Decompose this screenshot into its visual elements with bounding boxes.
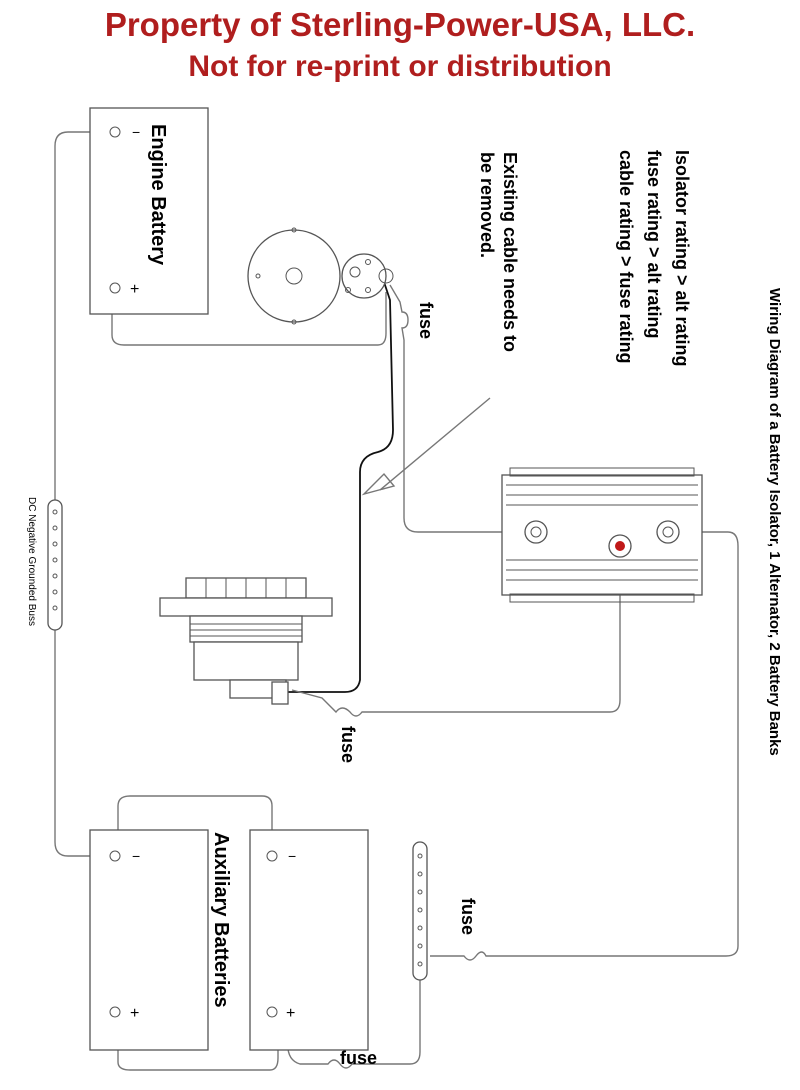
wire-starter-to-isolator <box>389 284 525 533</box>
ratings-note-line-2: fuse rating > alt rating <box>644 150 664 339</box>
existing-cable-to-remove <box>288 281 394 693</box>
aux1-neg-terminal-label: − <box>132 848 140 864</box>
aux-positive-bus <box>412 841 428 981</box>
starter-motor <box>247 227 394 325</box>
auxiliary-batteries-label: Auxiliary Batteries <box>210 832 232 1008</box>
fuse-label-isolator-output: fuse <box>458 898 478 935</box>
wire-aux-neg-jumper <box>117 795 273 850</box>
aux2-neg-terminal-label: − <box>288 848 296 864</box>
wire-isolator-to-aux-bus <box>430 531 739 961</box>
engine-neg-terminal-label: − <box>132 124 140 140</box>
distribution-notice: Not for re-print or distribution <box>188 50 612 83</box>
dc-negative-bus-label: DC Negative Grounded Buss <box>26 497 37 626</box>
isolator-input-terminal <box>524 520 548 544</box>
wire-engine-neg-to-bus <box>54 131 112 500</box>
alternator <box>159 577 333 705</box>
engine-battery-label: Engine Battery <box>147 124 169 266</box>
fuse-label-aux-positive: fuse <box>340 1048 377 1068</box>
engine-pos-terminal-label: + <box>130 281 139 298</box>
aux2-pos-terminal-label: + <box>286 1005 295 1022</box>
property-notice: Property of Sterling-Power-USA, LLC. <box>104 6 696 43</box>
isolator-output-terminal <box>656 520 680 544</box>
ratings-note-line-1: Isolator rating > alt rating <box>672 150 692 367</box>
engine-battery: − + Engine Battery <box>89 107 209 315</box>
aux1-pos-terminal-label: + <box>130 1005 139 1022</box>
cable-note-line-1: Existing cable needs to <box>500 152 520 352</box>
fuse-label-starter: fuse <box>416 302 436 339</box>
dc-negative-bus: DC Negative Grounded Buss <box>26 497 63 631</box>
cable-note: Existing cable needs to be removed. <box>361 152 520 496</box>
cable-note-line-2: be removed. <box>477 152 497 258</box>
fuse-label-alternator: fuse <box>338 726 358 763</box>
wire-bus-to-aux-neg <box>54 630 112 857</box>
wire-engine-pos-to-starter <box>111 290 387 346</box>
battery-isolator <box>501 467 703 603</box>
ratings-note-line-3: cable rating > fuse rating <box>616 150 636 364</box>
ratings-note: Isolator rating > alt rating fuse rating… <box>616 150 692 367</box>
auxiliary-batteries: − + − + Auxiliary Batteries <box>89 829 369 1051</box>
wire-alternator-to-isolator <box>291 548 621 717</box>
wire-aux-pos-jumper <box>117 1018 279 1071</box>
diagram-title: Wiring Diagram of a Battery Isolator, 1 … <box>766 288 783 756</box>
cable-note-arrow <box>379 397 491 491</box>
